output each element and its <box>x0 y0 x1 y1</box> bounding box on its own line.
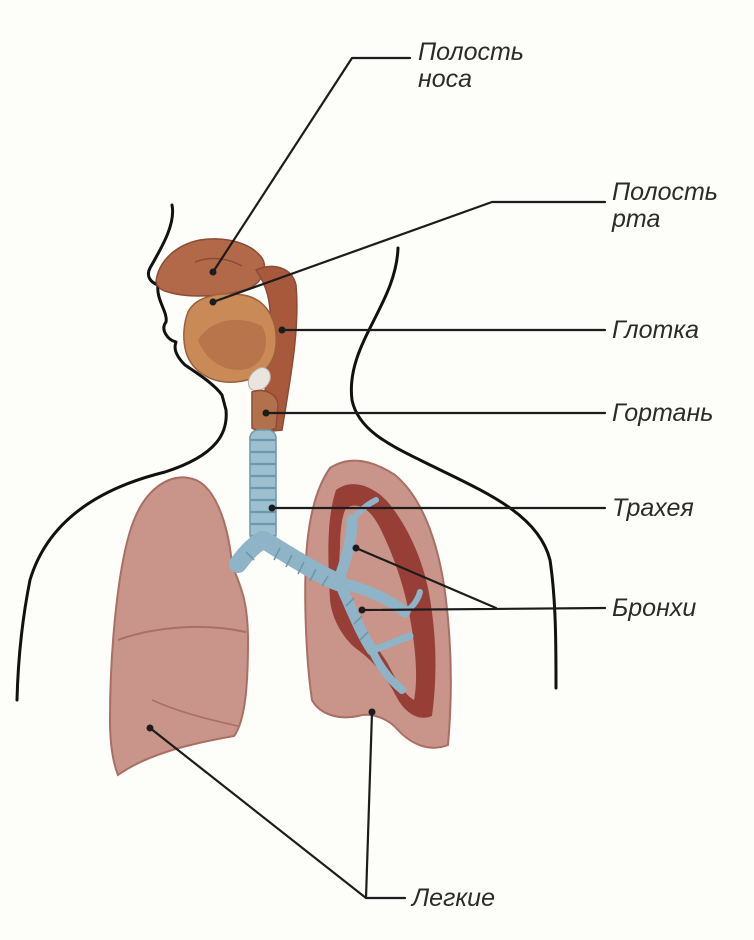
label-bronchi: Бронхи <box>612 594 696 622</box>
label-larynx: Гортань <box>612 399 713 427</box>
label-oral-cavity-line1: Полость <box>612 178 718 206</box>
label-nasal-cavity-line2: носа <box>418 65 472 93</box>
label-oral-cavity-line2: рта <box>611 205 660 233</box>
label-nasal-cavity-line1: Полость <box>418 38 524 66</box>
label-lungs: Легкие <box>410 884 495 912</box>
trachea-tube <box>250 430 276 542</box>
label-trachea: Трахея <box>612 494 694 522</box>
label-pharynx: Глотка <box>612 316 699 344</box>
